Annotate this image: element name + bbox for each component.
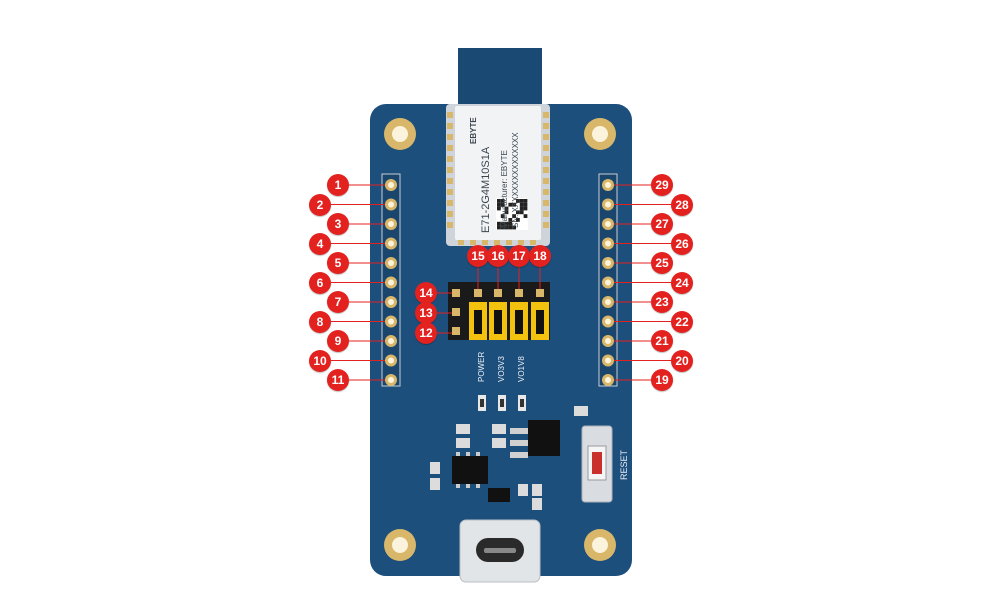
jumper-label-15: 15 <box>467 245 489 267</box>
silk-vo1v8: VO1V8 <box>517 356 526 382</box>
pin-label-4: 4 <box>309 232 331 255</box>
header-pin <box>385 257 397 269</box>
jumper-cap[interactable] <box>510 302 528 340</box>
header-pin <box>602 179 614 191</box>
silk-power: POWER <box>477 351 486 382</box>
header-pin <box>385 276 397 289</box>
header-pin <box>385 179 397 191</box>
header-pin <box>602 237 614 250</box>
pin-label-6: 6 <box>309 271 331 294</box>
header-pin <box>385 354 397 367</box>
header-pin <box>602 257 614 269</box>
jumper-label-17: 17 <box>508 245 530 267</box>
jumper-cap[interactable] <box>489 302 507 340</box>
pin-label-26: 26 <box>671 232 693 255</box>
pin-label-8: 8 <box>309 310 331 333</box>
jumper-pin <box>494 289 502 297</box>
header-pin <box>602 335 614 347</box>
antenna <box>458 48 542 110</box>
jumper-label-12: 12 <box>415 322 437 344</box>
jumper-label-18: 18 <box>529 245 551 267</box>
qr-code <box>496 198 528 230</box>
header-pin <box>385 296 397 308</box>
pin-label-9: 9 <box>327 330 349 352</box>
pin-label-2: 2 <box>309 193 331 216</box>
voltage-regulator <box>510 420 560 458</box>
jumper-pin <box>474 289 482 297</box>
header-pin <box>385 374 397 386</box>
jumper-label-14: 14 <box>415 282 437 304</box>
mounting-hole <box>584 118 616 150</box>
jumper-pin <box>452 289 460 297</box>
passive-component <box>430 406 588 510</box>
pin-label-29: 29 <box>651 174 673 196</box>
pin-label-11: 11 <box>327 369 349 391</box>
transistor <box>488 488 510 502</box>
led-vo3v3 <box>498 395 506 411</box>
reset-button[interactable] <box>581 425 613 503</box>
pin-label-24: 24 <box>671 271 693 294</box>
header-pin <box>385 218 397 230</box>
header-pin <box>602 315 614 328</box>
header-pin <box>385 315 397 328</box>
pin-label-19: 19 <box>651 369 673 391</box>
mounting-hole <box>384 529 416 561</box>
pin-label-28: 28 <box>671 193 693 216</box>
jumper-cap[interactable] <box>469 302 487 340</box>
header-pin <box>385 198 397 211</box>
jumper-label-16: 16 <box>487 245 509 267</box>
module-sn: SN: XXXXXXXXXXXXXXX <box>511 132 520 228</box>
led-power <box>478 395 486 411</box>
pin-label-23: 23 <box>651 291 673 313</box>
led-vo1v8 <box>518 395 526 411</box>
pin-label-21: 21 <box>651 330 673 352</box>
ic-chip <box>452 452 488 488</box>
header-pin <box>385 237 397 250</box>
header-pin <box>602 218 614 230</box>
header-pin <box>602 374 614 386</box>
pin-label-10: 10 <box>309 349 331 372</box>
module-manufacturer: Manufacturer: EBYTE <box>500 150 509 228</box>
pin-label-25: 25 <box>651 252 673 274</box>
pin-label-7: 7 <box>327 291 349 313</box>
module-brand: EBYTE <box>469 117 478 144</box>
jumper-cap[interactable] <box>531 302 549 340</box>
module-model: E71-2G4M10S1A <box>480 146 492 233</box>
mounting-hole <box>584 529 616 561</box>
jumper-pin <box>515 289 523 297</box>
jumper-pin <box>452 308 460 316</box>
pin-label-27: 27 <box>651 213 673 235</box>
header-pin <box>385 335 397 347</box>
pin-label-22: 22 <box>671 310 693 333</box>
jumper-label-13: 13 <box>415 302 437 324</box>
usb-c-connector <box>459 519 541 583</box>
header-pin <box>602 296 614 308</box>
pin-label-5: 5 <box>327 252 349 274</box>
mounting-hole <box>384 118 416 150</box>
jumper-pin <box>452 327 460 335</box>
pin-label-1: 1 <box>327 174 349 196</box>
header-pin <box>602 276 614 289</box>
silk-vo3v3: VO3V3 <box>497 356 506 382</box>
header-pin <box>602 198 614 211</box>
silk-reset: RESET <box>619 449 629 480</box>
pin-label-3: 3 <box>327 213 349 235</box>
pin-label-20: 20 <box>671 349 693 372</box>
jumper-pin <box>536 289 544 297</box>
header-pin <box>602 354 614 367</box>
